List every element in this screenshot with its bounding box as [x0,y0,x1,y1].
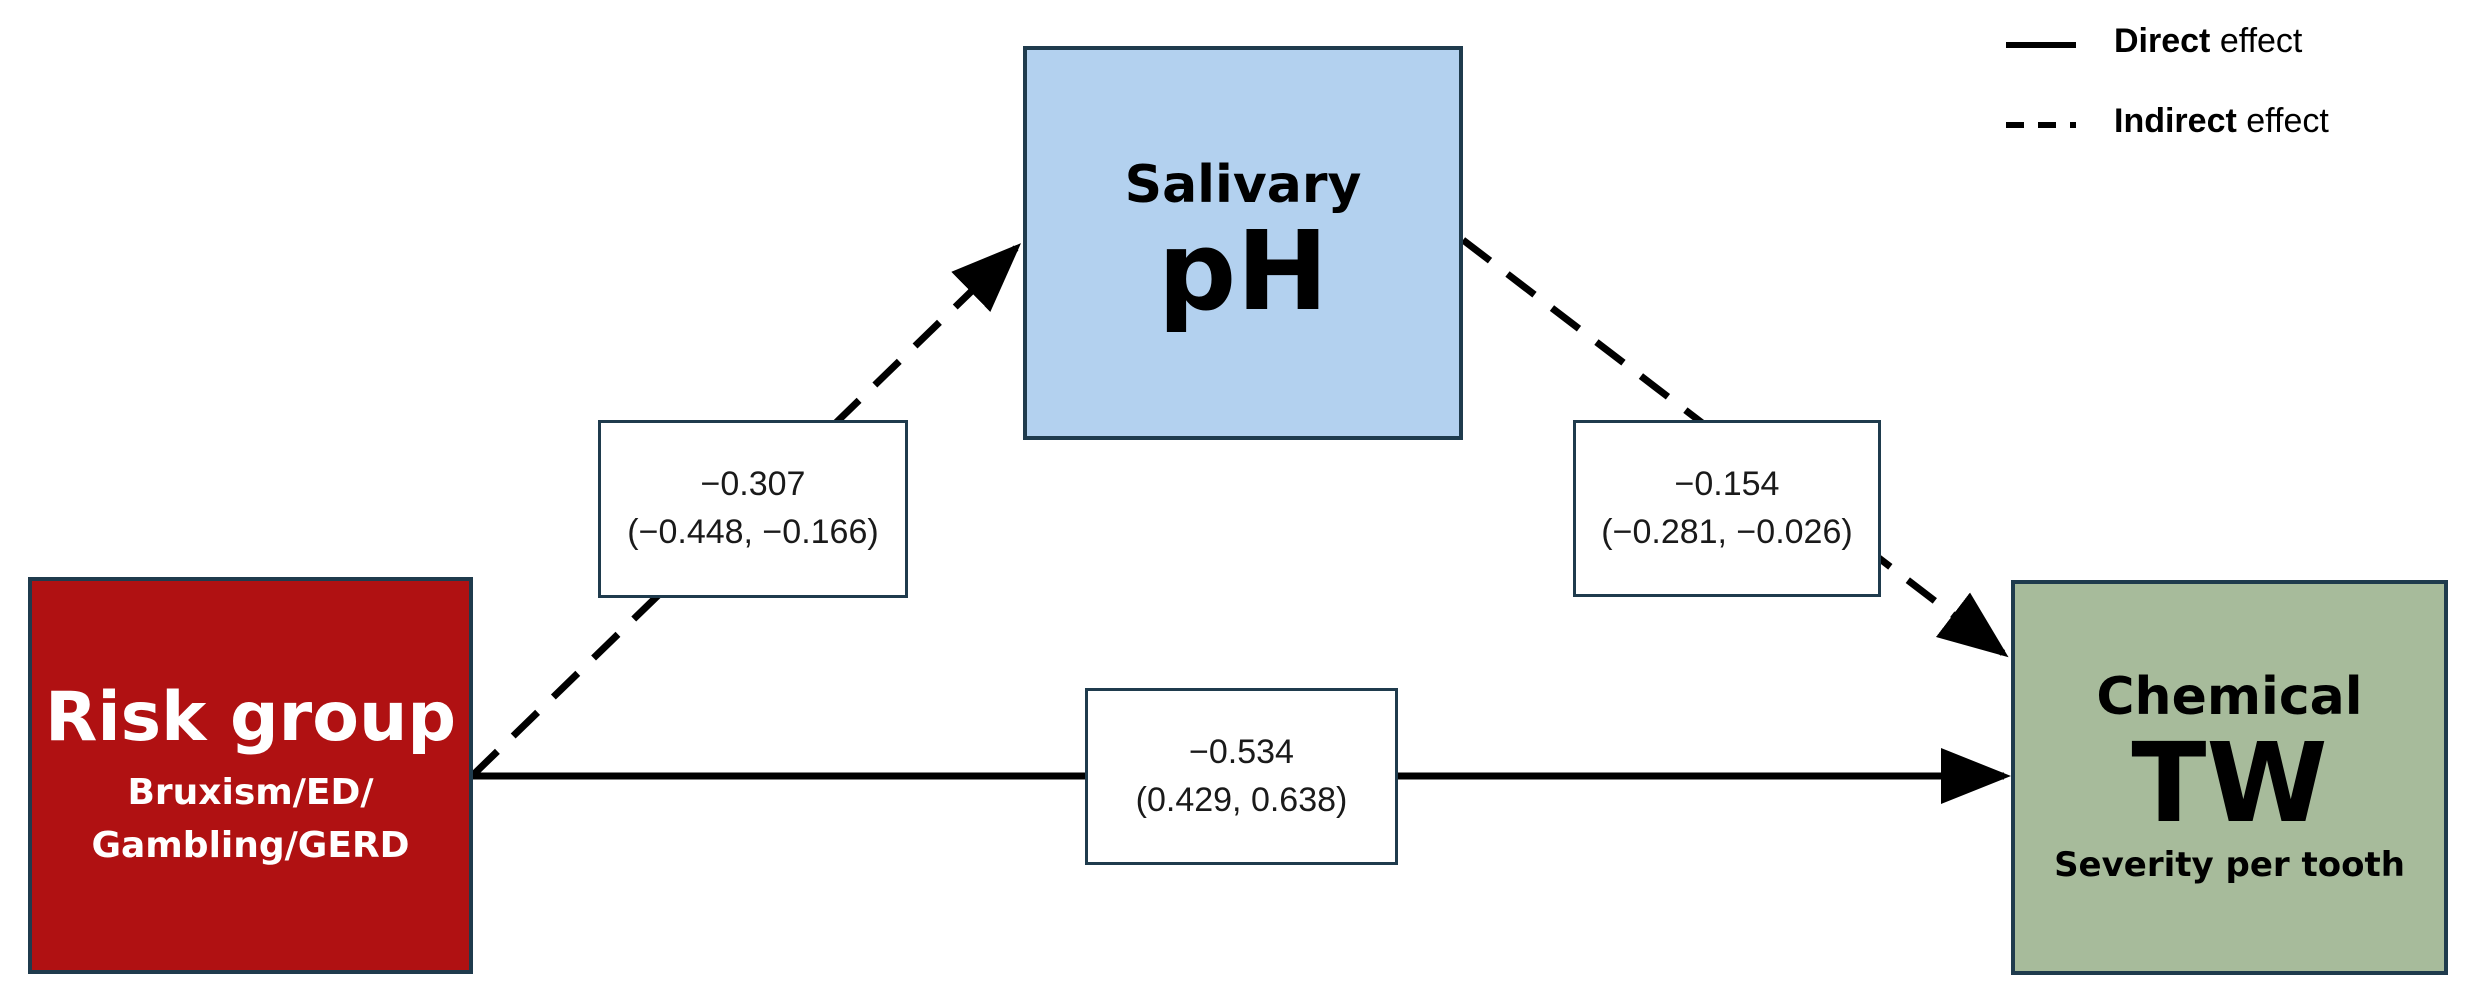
coef-value: −0.307 [700,465,806,504]
coef-box-ph-to-tw: −0.154 (−0.281, −0.026) [1573,420,1881,597]
legend-indirect-rest: effect [2236,102,2329,140]
coef-box-risk-to-tw: −0.534 (0.429, 0.638) [1085,688,1398,865]
risk-group-subtitle: Bruxism/ED/ Gambling/GERD [91,767,409,871]
chemical-tw-subtitle: Severity per tooth [2054,845,2405,886]
legend-direct-rest: effect [2210,22,2303,60]
risk-group-node: Risk group Bruxism/ED/ Gambling/GERD [28,577,473,974]
legend-direct-bold: Direct [2114,22,2211,60]
chemical-tw-title-big: TW [2131,718,2328,847]
coef-ci: (−0.281, −0.026) [1601,512,1853,551]
coef-value: −0.154 [1674,464,1780,503]
coef-ci: (−0.448, −0.166) [627,513,879,551]
chemical-tw-node: Chemical TW Severity per tooth [2011,580,2448,975]
legend-indirect-label: Indirect effect [2114,102,2329,141]
risk-group-subtitle-line1: Bruxism/ED/ [127,772,374,814]
salivary-ph-node: Salivary pH [1023,46,1463,440]
legend-solid-line-icon [2006,42,2076,48]
coef-value: −0.534 [1189,732,1294,771]
arrow-risk-to-ph [470,243,1022,778]
legend-direct-effect: Direct effect [2006,22,2426,72]
legend-indirect-bold: Indirect [2114,102,2237,140]
salivary-ph-title-big: pH [1157,206,1329,335]
coef-ci: (0.429, 0.638) [1135,780,1348,819]
legend-direct-label: Direct effect [2114,22,2302,61]
legend-indirect-effect: Indirect effect [2006,102,2426,152]
chemical-tw-title-top: Chemical [2096,666,2363,727]
salivary-ph-title-top: Salivary [1124,154,1362,215]
legend-dashed-line-icon [2006,122,2076,128]
coef-box-risk-to-ph: −0.307 (−0.448, −0.166) [598,420,908,598]
risk-group-subtitle-line2: Gambling/GERD [91,824,410,866]
risk-group-title: Risk group [44,678,457,758]
